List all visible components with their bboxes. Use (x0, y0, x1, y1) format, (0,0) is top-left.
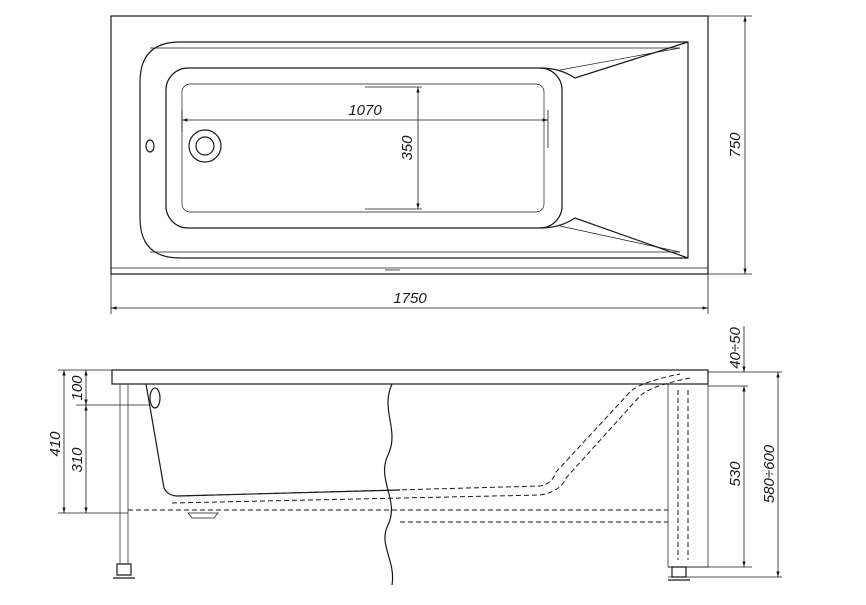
dim-total-height: 580÷600 (761, 444, 778, 503)
backrest (539, 41, 689, 259)
basin-floor (165, 67, 563, 229)
dim-panel-height: 530 (727, 461, 744, 487)
leg-left (119, 383, 129, 565)
side-view: 100 410 310 40÷50 530 580÷600 (47, 326, 782, 586)
basin-edge (139, 41, 689, 259)
dim-overall-width: 750 (727, 132, 744, 158)
dim-inner-depth: 310 (69, 447, 86, 473)
top-view: 1070 350 750 1750 (110, 15, 752, 314)
dim-overall-length: 1750 (393, 290, 427, 307)
dim-floor-width: 350 (399, 135, 416, 161)
overflow-icon (149, 387, 161, 409)
tub-outline (110, 15, 709, 275)
backrest-section (177, 373, 681, 497)
drain-icon (188, 129, 222, 163)
dim-total-depth: 410 (47, 431, 64, 457)
break-line (383, 383, 394, 586)
dim-floor-length: 1070 (348, 102, 382, 119)
overflow-icon (145, 139, 155, 153)
side-panel (667, 383, 709, 568)
tub-wall (145, 383, 401, 497)
dim-rim-height: 100 (69, 375, 86, 401)
rim (111, 369, 709, 385)
dim-leg-adjust: 40÷50 (727, 327, 744, 369)
drain-icon (187, 512, 219, 519)
